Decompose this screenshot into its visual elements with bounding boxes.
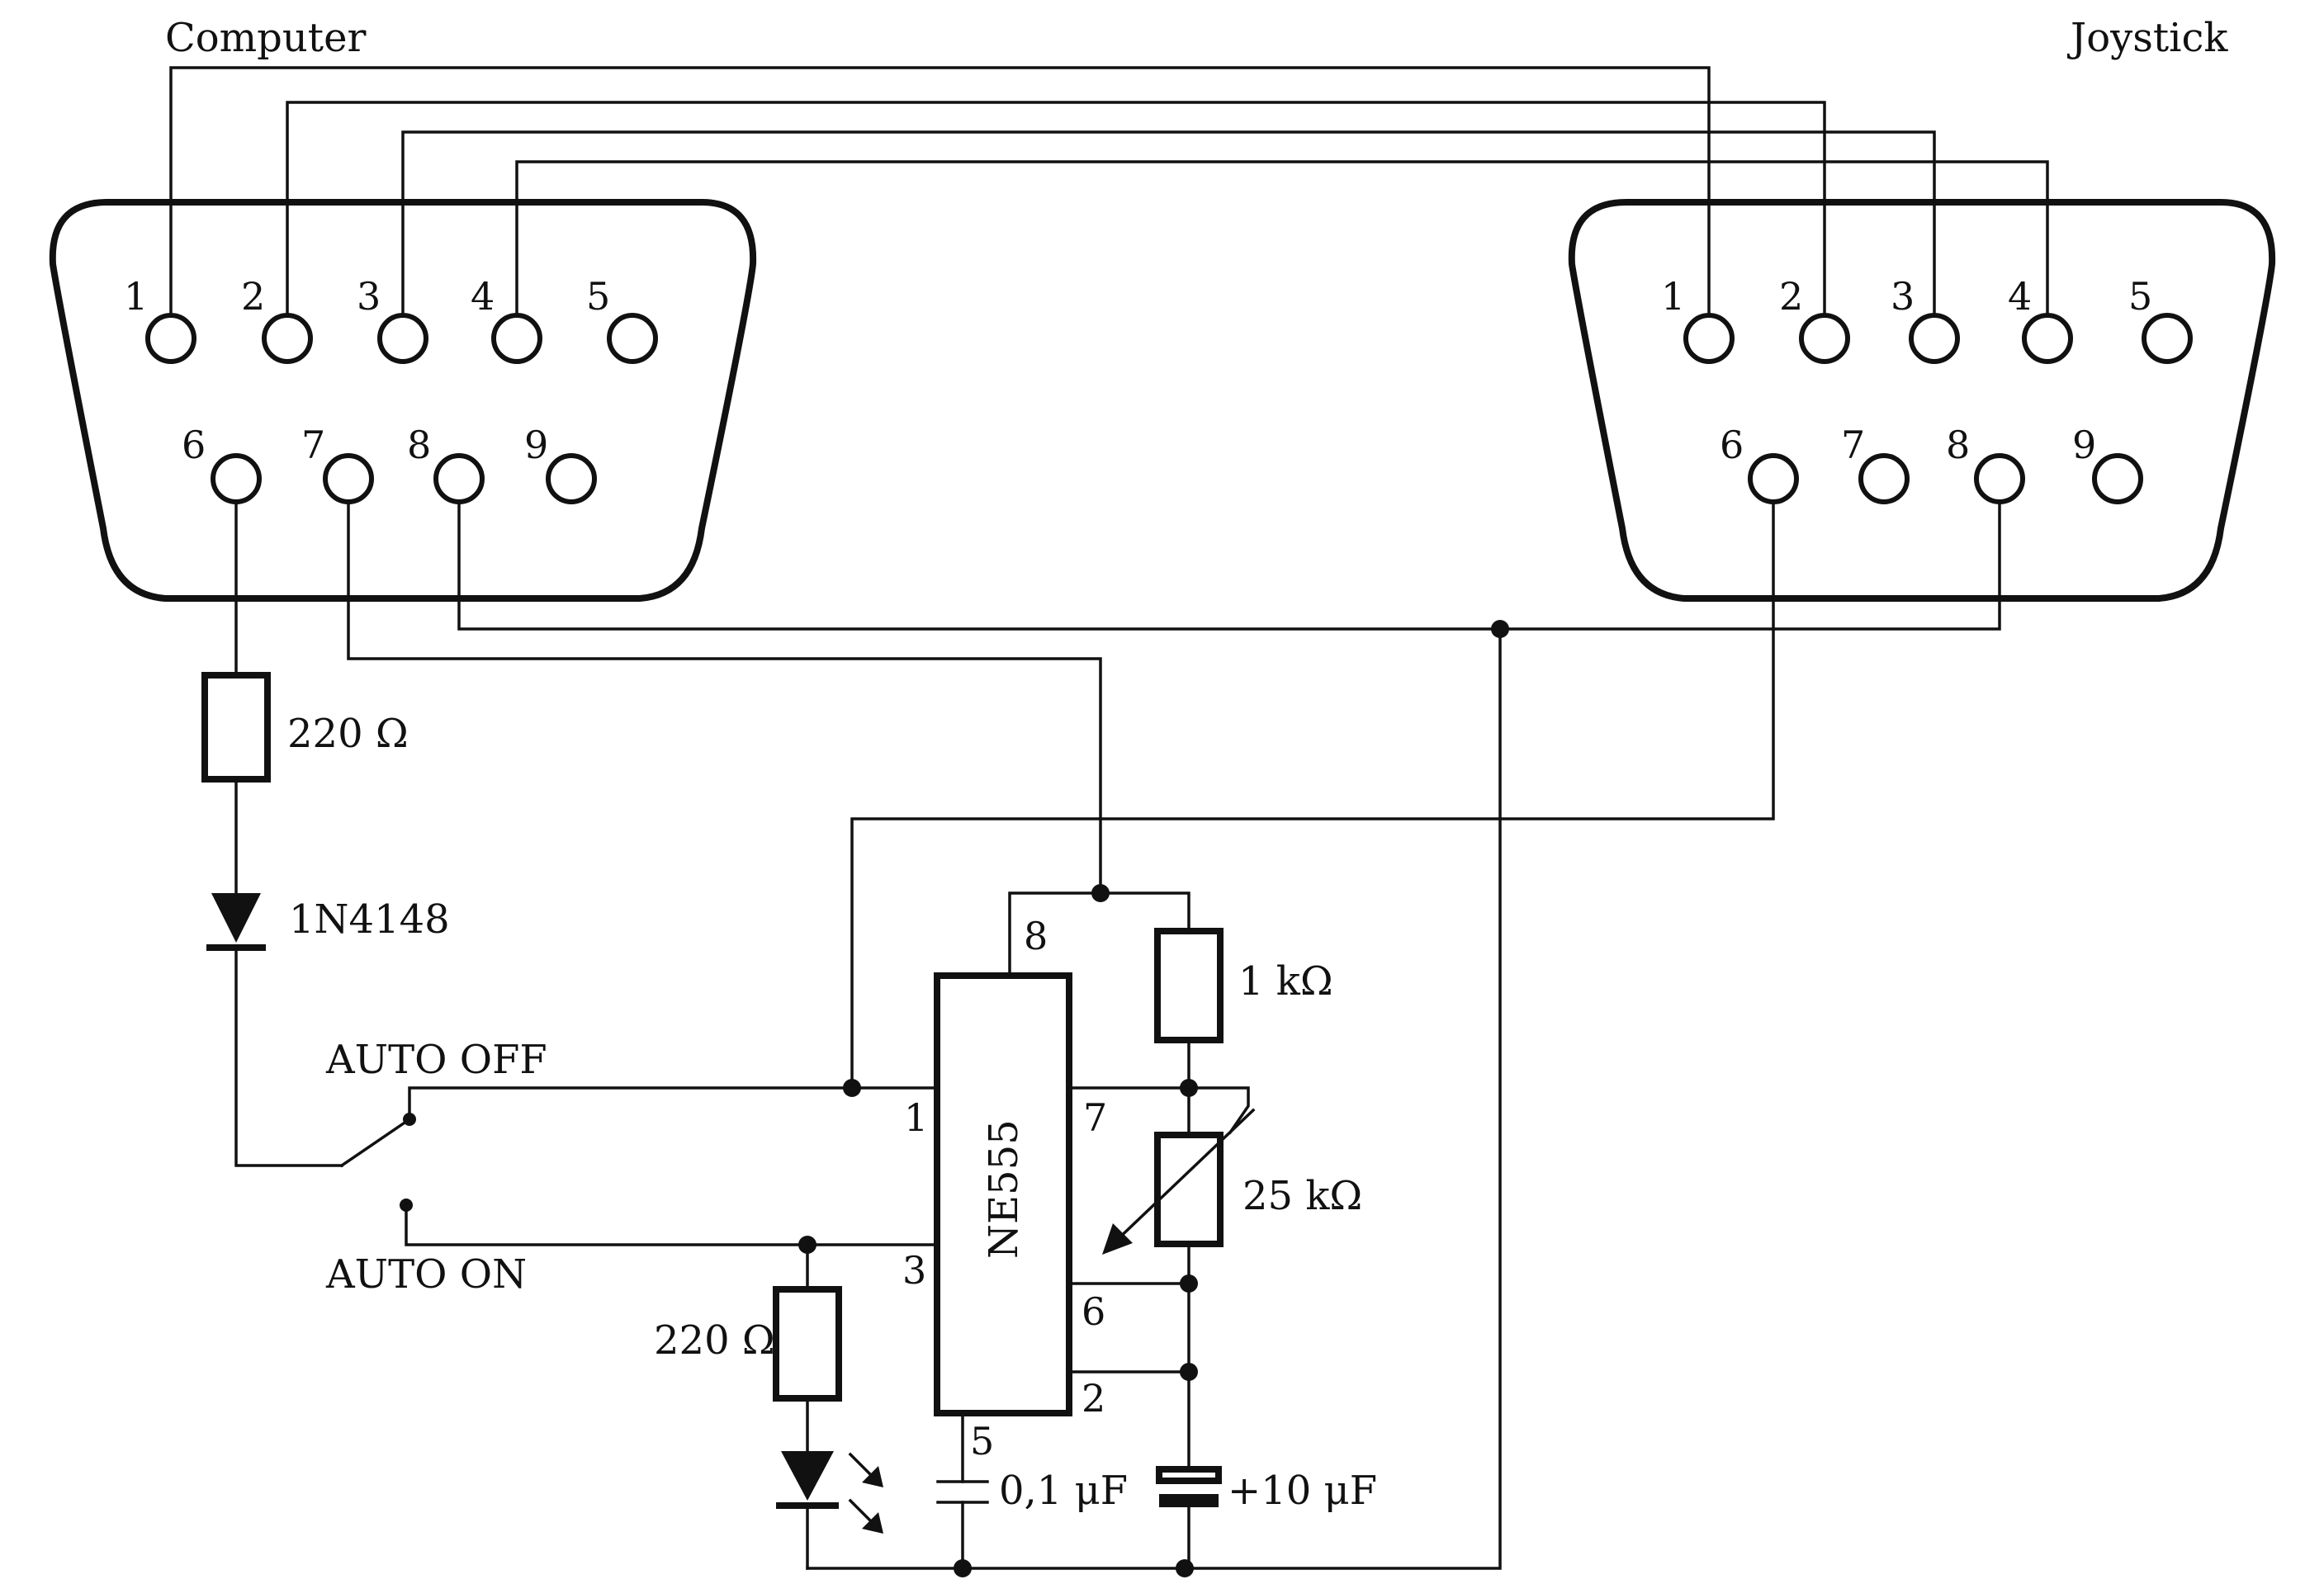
computer-pin-label-8: 8 — [407, 423, 431, 467]
resistor-1k-label: 1 kΩ — [1238, 958, 1333, 1005]
joystick-pin-label-4: 4 — [2008, 274, 2032, 319]
joystick-pin-label-7: 7 — [1841, 423, 1865, 467]
computer-pin-label-5: 5 — [586, 274, 610, 319]
capacitor-01uf-label: 0,1 μF — [999, 1468, 1128, 1514]
computer-pin-label-1: 1 — [124, 274, 148, 319]
diode-1n4148-label: 1N4148 — [289, 896, 450, 943]
led-symbol — [776, 1451, 839, 1509]
wire-pin1 — [169, 66, 1711, 315]
joystick-pins: 1 2 3 4 5 6 7 8 9 — [1661, 274, 2193, 504]
joystick-pin-1 — [1683, 313, 1735, 364]
ic-pin-2-label: 2 — [1082, 1376, 1105, 1421]
joystick-pin-label-6: 6 — [1720, 423, 1744, 467]
ic-pin-7-label: 7 — [1083, 1095, 1107, 1140]
ground-dot-c2 — [1176, 1559, 1194, 1577]
joystick-db9-connector — [1568, 199, 2276, 602]
wire-pin2 — [286, 101, 1826, 315]
computer-pin-label-3: 3 — [357, 274, 381, 319]
wire-pin4 — [515, 160, 2049, 315]
computer-pin-1 — [145, 313, 196, 364]
computer-pin-3 — [377, 313, 428, 364]
diode-1n4148-symbol — [206, 893, 266, 951]
resistor-220-upper-label: 220 Ω — [287, 711, 409, 757]
resistor-220-led-label: 220 Ω — [654, 1317, 775, 1364]
auto-off-label: AUTO OFF — [325, 1037, 547, 1083]
ne555-label: NE555 — [981, 1119, 1027, 1259]
capacitor-10uf-label: +10 μF — [1228, 1468, 1377, 1514]
joystick-pin-label-8: 8 — [1946, 423, 1970, 467]
vcc-wire — [347, 500, 1102, 895]
joystick-pin-2 — [1799, 313, 1850, 364]
joystick-pin-label-3: 3 — [1891, 274, 1915, 319]
ic-pin-6-label: 6 — [1082, 1289, 1105, 1334]
led-light-arrows-icon — [848, 1452, 883, 1534]
joystick-pin-7 — [1858, 453, 1910, 504]
auto-on-label: AUTO ON — [325, 1251, 527, 1298]
joystick-pin-8 — [1974, 453, 2025, 504]
capacitor-01uf — [936, 1480, 989, 1504]
joystick-pin-label-2: 2 — [1779, 274, 1803, 319]
joystick-label: Joystick — [2066, 15, 2228, 61]
joystick-pin-label-1: 1 — [1661, 274, 1685, 319]
computer-pin-8 — [433, 453, 485, 504]
computer-pin-9 — [546, 453, 597, 504]
joystick-pin-4 — [2022, 313, 2073, 364]
computer-label: Computer — [165, 15, 366, 61]
computer-pin-2 — [262, 313, 313, 364]
joystick-pin-label-9: 9 — [2072, 423, 2096, 467]
resistor-1k — [1154, 928, 1224, 1043]
auto-switch — [339, 1086, 937, 1246]
computer-pin-label-6: 6 — [182, 423, 206, 467]
computer-pin-label-2: 2 — [241, 274, 265, 319]
joystick-pin-label-5: 5 — [2128, 274, 2152, 319]
joystick-pin-5 — [2142, 313, 2193, 364]
computer-pin-label-4: 4 — [471, 274, 495, 319]
ic-pin-1-label: 1 — [904, 1095, 928, 1140]
capacitor-10uf-negative — [1159, 1494, 1219, 1507]
computer-pin-5 — [607, 313, 658, 364]
computer-pins: 1 2 3 4 5 6 7 8 9 — [124, 274, 658, 504]
computer-pin-4 — [491, 313, 542, 364]
ic-pin-3-label: 3 — [902, 1248, 926, 1293]
ic-pin-8-label: 8 — [1024, 914, 1048, 958]
joystick-pin-6 — [1748, 453, 1799, 504]
ground-dot-c1 — [954, 1559, 972, 1577]
ic-pin-5-label: 5 — [970, 1419, 994, 1463]
joystick-pin-3 — [1909, 313, 1960, 364]
computer-pin-7 — [323, 453, 374, 504]
ne555-ic — [934, 972, 1072, 1416]
vcc-junction-dot — [1091, 884, 1110, 902]
joystick-pin-9 — [2092, 453, 2143, 504]
pot-25k-label: 25 kΩ — [1242, 1173, 1362, 1219]
resistor-220-led — [773, 1286, 842, 1402]
computer-db9-connector — [49, 199, 757, 602]
pot-adjust-arrow — [1102, 1108, 1256, 1255]
fire-wire-lower — [234, 946, 343, 1167]
computer-pin-6 — [211, 453, 262, 504]
ground-bus-wire — [457, 500, 2001, 631]
fire-joystick-wire — [850, 500, 1775, 1090]
ic-pin7-wire — [1069, 1086, 1250, 1135]
auto-off-junction-dot — [843, 1079, 861, 1097]
computer-pin-label-7: 7 — [301, 423, 325, 467]
ground-return-wire — [1183, 627, 1502, 1570]
computer-pin-label-9: 9 — [524, 423, 548, 467]
resistor-220-upper — [201, 672, 271, 783]
wire-pin3 — [401, 130, 1936, 315]
capacitor-10uf-plate — [1156, 1466, 1222, 1484]
